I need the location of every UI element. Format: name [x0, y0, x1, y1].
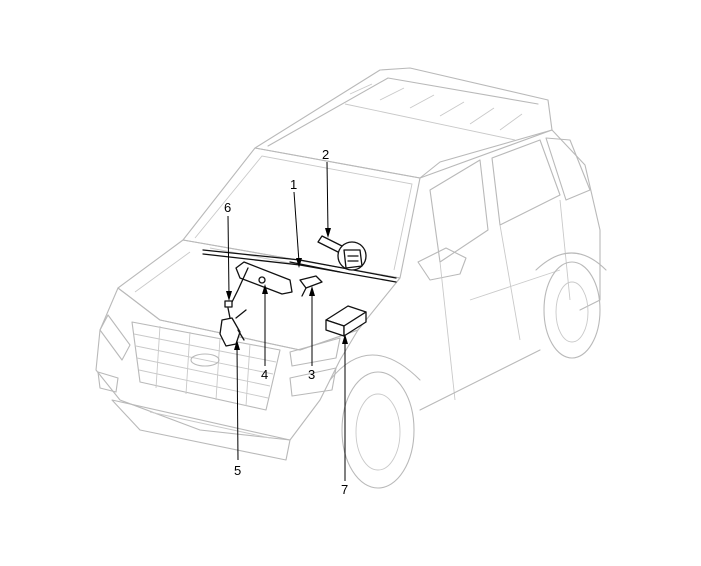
arrowhead-7 [342, 334, 348, 344]
washer-pump-reservoir [219, 307, 247, 347]
callout-4: 4 [261, 367, 268, 382]
arrowhead-2 [325, 228, 331, 238]
arrowhead-6 [226, 291, 232, 301]
wiper-motor-linkage [231, 261, 293, 303]
arrowhead-5 [234, 340, 240, 350]
leader-5 [236, 345, 239, 461]
washer-reservoir-cap [224, 300, 233, 308]
arrowhead-3 [309, 286, 315, 296]
arrowhead-1 [296, 258, 302, 268]
callout-2: 2 [322, 147, 329, 162]
leader-2 [326, 161, 329, 233]
control-module [325, 305, 367, 337]
callout-7: 7 [341, 482, 348, 497]
washer-wiper-components [202, 235, 397, 347]
arrowhead-4 [262, 284, 268, 294]
callout-5: 5 [234, 463, 241, 478]
callout-6: 6 [224, 200, 231, 215]
callout-3: 3 [308, 367, 315, 382]
leader-lines [226, 161, 348, 481]
callout-labels: 1 2 3 4 5 6 7 [224, 147, 348, 497]
vehicle-outline [95, 67, 607, 489]
washer-nozzle [299, 275, 323, 297]
multifunction-switch [317, 235, 367, 271]
leader-1 [293, 191, 300, 263]
callout-1: 1 [290, 177, 297, 192]
leader-6 [227, 215, 230, 296]
